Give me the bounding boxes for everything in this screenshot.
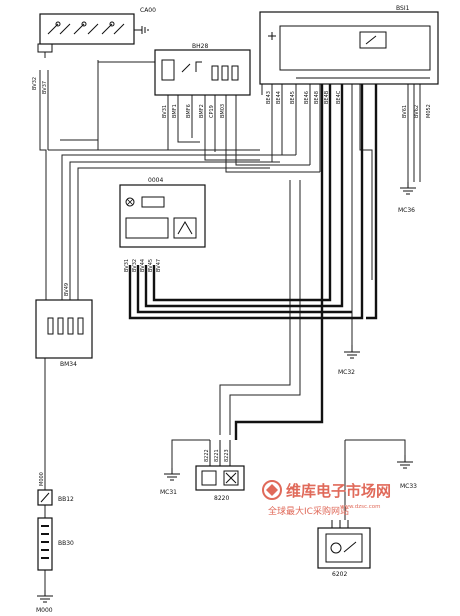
bb12-label: BB12 bbox=[58, 496, 74, 503]
wire-label: BV47 bbox=[156, 259, 162, 272]
thin-wires bbox=[39, 52, 421, 590]
wire-label: M000 bbox=[39, 472, 45, 486]
m000-ground: M000 bbox=[36, 590, 53, 614]
wire-label: BV37 bbox=[42, 81, 48, 94]
wire-label: CP19 bbox=[209, 105, 215, 118]
wire-label: BV32 bbox=[32, 77, 38, 90]
mc31-label: MC31 bbox=[160, 489, 177, 496]
wire-label: BV31 bbox=[162, 105, 168, 118]
ca00-component: CA00 bbox=[37, 7, 156, 53]
wire-label: 8223 bbox=[224, 449, 230, 462]
wire-label: BV49 bbox=[64, 283, 70, 296]
watermark: 维库电子市场网 www.dzsc.com 全球最大IC采购网站 bbox=[262, 480, 391, 517]
wire-label: BV45 bbox=[148, 259, 154, 272]
bb30-component: BB30 bbox=[37, 517, 74, 571]
watermark-url: www.dzsc.com bbox=[340, 504, 381, 510]
wire-label: BE4B bbox=[324, 90, 330, 104]
c8220-label: 8220 bbox=[214, 495, 229, 502]
wire-label: BE48 bbox=[314, 91, 320, 104]
c8220-component: 8220 bbox=[195, 440, 245, 502]
mc31-ground: MC31 bbox=[160, 468, 180, 496]
watermark-logo-icon bbox=[262, 480, 282, 500]
wire-label: BV44 bbox=[140, 259, 146, 272]
wire-label: BMF2 bbox=[199, 104, 205, 118]
ca00-label: CA00 bbox=[140, 7, 156, 14]
wire-label: BV61 bbox=[402, 105, 408, 118]
m000-label: M000 bbox=[36, 607, 53, 614]
wire-label: 8222 bbox=[204, 449, 210, 462]
bb12-component: BB12 bbox=[37, 489, 74, 506]
mc32-label: MC32 bbox=[338, 369, 355, 376]
wire-label: M052 bbox=[426, 104, 432, 118]
c0004-label: 0004 bbox=[148, 177, 163, 184]
bsi1-component: BSI1 bbox=[259, 5, 439, 85]
wire-label: BMF6 bbox=[186, 104, 192, 118]
wire-label: BE4C bbox=[336, 90, 342, 104]
thick-wires bbox=[128, 84, 378, 440]
bsi1-label: BSI1 bbox=[396, 5, 410, 12]
wire-label: BE46 bbox=[304, 91, 310, 104]
wire-label: BE43 bbox=[266, 91, 272, 104]
bb30-label: BB30 bbox=[58, 540, 74, 547]
wire-label: BM03 bbox=[220, 104, 226, 118]
bh28-component: BH28 bbox=[154, 43, 251, 96]
wire-label: BV62 bbox=[414, 105, 420, 118]
mc33-label: MC33 bbox=[400, 483, 417, 490]
wire-label: BV31 bbox=[124, 259, 130, 272]
bh28-label: BH28 bbox=[192, 43, 208, 50]
c0004-component: 0004 bbox=[119, 177, 206, 248]
wire-label: BMF1 bbox=[172, 104, 178, 118]
c6202-component: 6202 bbox=[317, 520, 371, 578]
wire-label: BE44 bbox=[276, 91, 282, 104]
wire-label: BV32 bbox=[132, 259, 138, 272]
c6202-label: 6202 bbox=[332, 571, 347, 578]
mc36-ground: MC36 bbox=[398, 182, 416, 214]
mc36-label: MC36 bbox=[398, 207, 415, 214]
mc32-ground: MC32 bbox=[338, 345, 360, 376]
wire-labels: BV32 BV37 BV31 BMF1 BMF6 BMF2 CP19 BM03 … bbox=[32, 77, 432, 486]
wire-label: 8221 bbox=[214, 449, 220, 462]
watermark-brand: 维库电子市场网 bbox=[286, 482, 391, 500]
bm34-label: BM34 bbox=[60, 361, 77, 368]
mc33-ground: MC33 bbox=[397, 455, 417, 490]
wire-label: BE45 bbox=[290, 91, 296, 104]
bm34-component: BM34 bbox=[35, 299, 93, 368]
watermark-slogan: 全球最大IC采购网站 bbox=[268, 505, 349, 517]
